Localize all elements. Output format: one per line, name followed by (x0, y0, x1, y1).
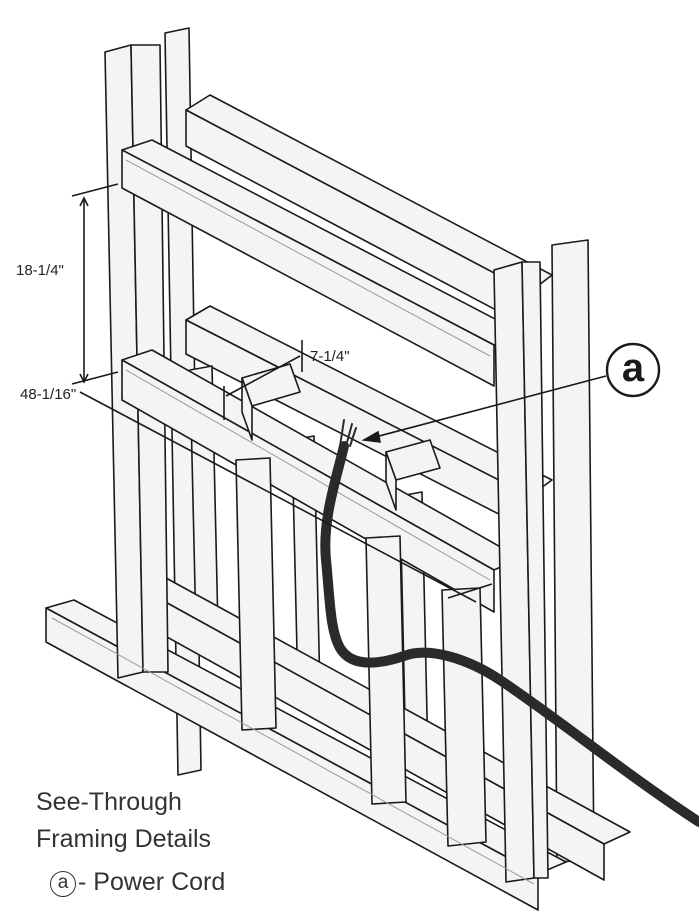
dim-height-arrow-top (79, 196, 89, 207)
caption-line-1: See-Through (36, 788, 182, 816)
legend-item: a- Power Cord (50, 868, 225, 897)
callout-label: a (621, 346, 645, 390)
dimension-width-label: 48-1/16" (20, 386, 77, 403)
power-cord (320, 441, 699, 827)
caption-line-2: Framing Details (36, 825, 212, 853)
power-cord-end (339, 419, 357, 447)
callout-circle (605, 342, 661, 398)
stud-front-right-2 (521, 261, 549, 879)
figure-caption: See-Through Framing Details (36, 784, 211, 858)
dim-depth-line (225, 355, 301, 397)
legend-letter-circle: a (50, 871, 76, 897)
dimension-height-label: 18-1/4" (16, 262, 64, 279)
blocking-right-face (385, 451, 397, 511)
header-front-upper-face (121, 149, 495, 387)
callout-leader (363, 375, 607, 441)
legend-text: Power Cord (86, 868, 226, 896)
stud-front-inner-2 (365, 535, 407, 805)
dimension-depth-label: 7-1/4" (310, 348, 350, 365)
stud-front-inner-3 (441, 587, 487, 847)
stud-back-right-outer (551, 239, 595, 863)
legend-separator: - (78, 868, 87, 896)
blocking-left-face (241, 377, 253, 441)
dim-width-line (79, 391, 477, 603)
stud-front-inner-1 (235, 457, 277, 731)
dim-height-arrow-bottom (79, 373, 89, 384)
